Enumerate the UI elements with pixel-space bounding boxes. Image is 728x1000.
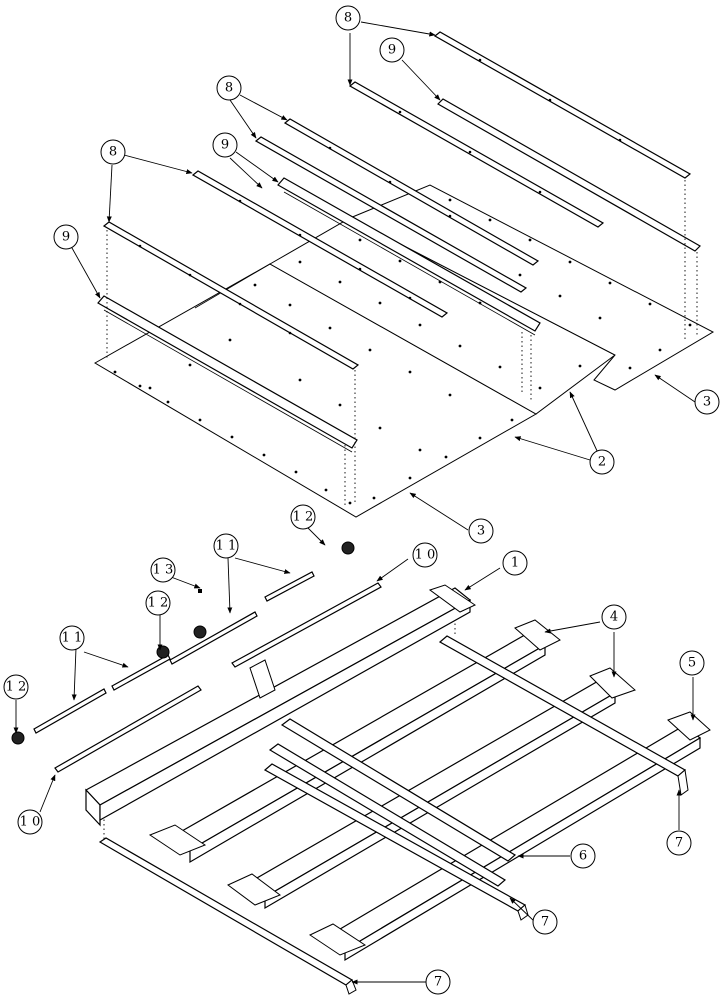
svg-text:1 2: 1 2 — [6, 680, 27, 695]
svg-text:9: 9 — [388, 43, 396, 58]
sprocket-12-mid — [156, 645, 170, 659]
hold-down-strip-8-top — [348, 81, 605, 228]
sprocket-12-upper — [193, 625, 207, 639]
svg-text:4: 4 — [610, 610, 618, 625]
callout-4: 4 — [601, 604, 627, 630]
callout-2: 2 — [589, 449, 615, 475]
svg-text:8: 8 — [225, 81, 233, 96]
angle-strip-9-middle — [277, 177, 541, 336]
svg-text:1 2: 1 2 — [293, 510, 314, 525]
sprocket-12-top — [341, 541, 355, 555]
shaft-11-lower — [33, 688, 107, 734]
svg-text:8: 8 — [344, 11, 352, 26]
end-rail-5 — [308, 711, 711, 962]
main-rail-1 — [85, 584, 477, 827]
callout-9-left: 9 — [53, 224, 79, 250]
callout-9-top: 9 — [379, 37, 405, 63]
floor-plate-front — [94, 263, 538, 518]
callout-11-left: 1 1 — [59, 625, 85, 651]
svg-text:8: 8 — [109, 145, 117, 160]
hold-down-strip-8-rear-a — [283, 118, 540, 266]
hold-down-strip-8-topmost — [433, 31, 692, 179]
callout-3-right: 3 — [694, 389, 720, 415]
svg-text:3: 3 — [703, 395, 711, 410]
callout-7-right: 7 — [666, 830, 692, 856]
svg-text:1 2: 1 2 — [148, 596, 169, 611]
callout-8-top: 8 — [335, 5, 361, 31]
leader-lines — [13, 21, 696, 985]
floor-plate-rear — [348, 184, 715, 391]
callout-6: 6 — [570, 843, 596, 869]
channel-6 — [268, 718, 517, 887]
cross-rail-4-rear — [227, 667, 636, 910]
rail-10-lower — [54, 685, 202, 773]
shaft-11-center — [169, 611, 258, 665]
hold-down-strip-8-front — [102, 221, 360, 370]
bracket — [249, 659, 276, 699]
callout-8-left: 8 — [100, 139, 126, 165]
callout-9-mid: 9 — [212, 132, 238, 158]
svg-text:1 0: 1 0 — [20, 815, 41, 830]
svg-text:9: 9 — [62, 230, 70, 245]
svg-text:1 1: 1 1 — [216, 539, 237, 554]
hold-down-strip-8-rear-b — [254, 136, 528, 293]
svg-text:7: 7 — [434, 975, 442, 990]
svg-text:1: 1 — [511, 556, 519, 571]
key-13 — [198, 589, 202, 593]
angle-strip-9-top — [437, 98, 701, 252]
svg-text:5: 5 — [688, 656, 696, 671]
callout-12-top: 1 2 — [290, 504, 316, 530]
svg-text:1 1: 1 1 — [62, 631, 83, 646]
svg-text:1 0: 1 0 — [415, 548, 436, 563]
callout-1: 1 — [502, 550, 528, 576]
callout-12-left: 1 2 — [3, 674, 29, 700]
svg-text:9: 9 — [221, 138, 229, 153]
callout-7-bottom: 7 — [425, 969, 451, 995]
channel-7-right — [438, 635, 689, 796]
callout-8-mid: 8 — [216, 75, 242, 101]
channel-7-middle — [263, 763, 529, 921]
cross-rail-4-front — [148, 619, 561, 864]
svg-text:1 3: 1 3 — [153, 563, 174, 578]
callout-12-mid: 1 2 — [145, 590, 171, 616]
sprocket-12-bottom — [11, 731, 25, 745]
callout-11-top: 1 1 — [213, 533, 239, 559]
shaft-11-short — [111, 654, 171, 691]
hold-down-strip-8-middle — [191, 170, 449, 318]
svg-text:2: 2 — [598, 455, 606, 470]
callout-7-middle: 7 — [532, 909, 558, 935]
shaft-11-upper — [264, 571, 315, 602]
svg-text:7: 7 — [675, 836, 683, 851]
callout-10-top: 1 0 — [412, 542, 438, 568]
svg-text:3: 3 — [477, 524, 485, 539]
rail-10-upper — [231, 582, 382, 668]
callout-5: 5 — [679, 650, 705, 676]
alignment-lines — [103, 180, 698, 840]
svg-text:7: 7 — [541, 915, 549, 930]
svg-text:6: 6 — [579, 849, 587, 864]
callout-13: 1 3 — [150, 557, 176, 583]
callout-3-bottom: 3 — [468, 518, 494, 544]
angle-strip-9-front — [97, 295, 358, 453]
callout-10-bottom: 1 0 — [17, 809, 43, 835]
